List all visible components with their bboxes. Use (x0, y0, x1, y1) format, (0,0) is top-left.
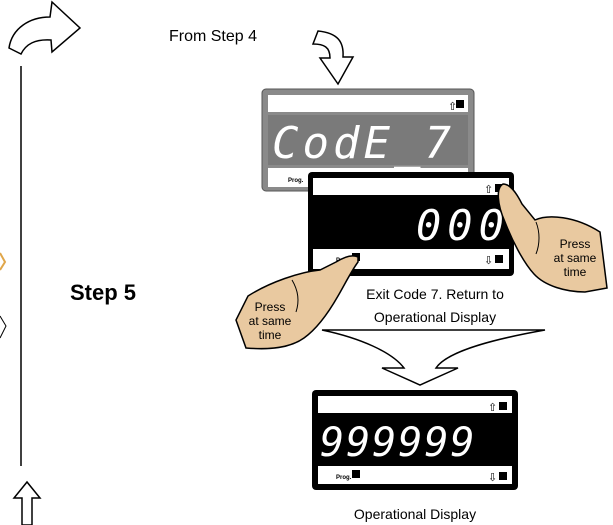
down-button[interactable] (499, 472, 507, 480)
pointing-finger-icon (497, 183, 608, 293)
edge-mark (0, 252, 7, 271)
operational-caption: Operational Display (354, 506, 476, 522)
up-arrow-icon: ⇧ (488, 402, 497, 414)
operational-readout: 999999 (320, 420, 477, 466)
down-arrow-icon: ⇩ (484, 255, 493, 267)
from-step-label: From Step 4 (169, 28, 257, 45)
wide-down-arrow-icon (321, 329, 546, 386)
up-arrow-icon: ⇧ (448, 101, 457, 113)
curved-arrow-icon (311, 30, 355, 86)
curved-arrow-icon (8, 0, 82, 56)
exit-readout: 000 (416, 201, 510, 250)
down-button[interactable] (495, 255, 503, 263)
code7-readout: CodE_7 (272, 118, 455, 169)
prog-label: Prog. (336, 475, 352, 481)
exit-caption-line1: Exit Code 7. Return to (366, 286, 504, 302)
press-callout-line: Press (255, 300, 286, 314)
exit-display: ⇧ 000 Prog. ⇩ (308, 172, 514, 276)
press-callout-line: Press (560, 237, 591, 251)
operational-display: ⇧ 999999 Prog. ⇩ (312, 390, 518, 490)
up-button[interactable] (499, 402, 507, 410)
down-arrow-icon: ⇩ (488, 472, 497, 484)
press-callout-line: at same (249, 314, 292, 328)
up-button[interactable] (456, 100, 464, 108)
press-callout-line: time (564, 265, 587, 279)
pointing-finger-icon (235, 255, 359, 350)
exit-caption-line2: Operational Display (374, 309, 496, 325)
step-label: Step 5 (70, 280, 136, 305)
up-arrow-icon (12, 480, 42, 525)
prog-button[interactable] (352, 470, 360, 478)
up-arrow-icon: ⇧ (484, 184, 493, 196)
prog-label: Prog. (288, 178, 304, 184)
press-callout-line: time (259, 328, 282, 342)
edge-mark (0, 315, 7, 339)
press-callout-line: at same (554, 251, 597, 265)
